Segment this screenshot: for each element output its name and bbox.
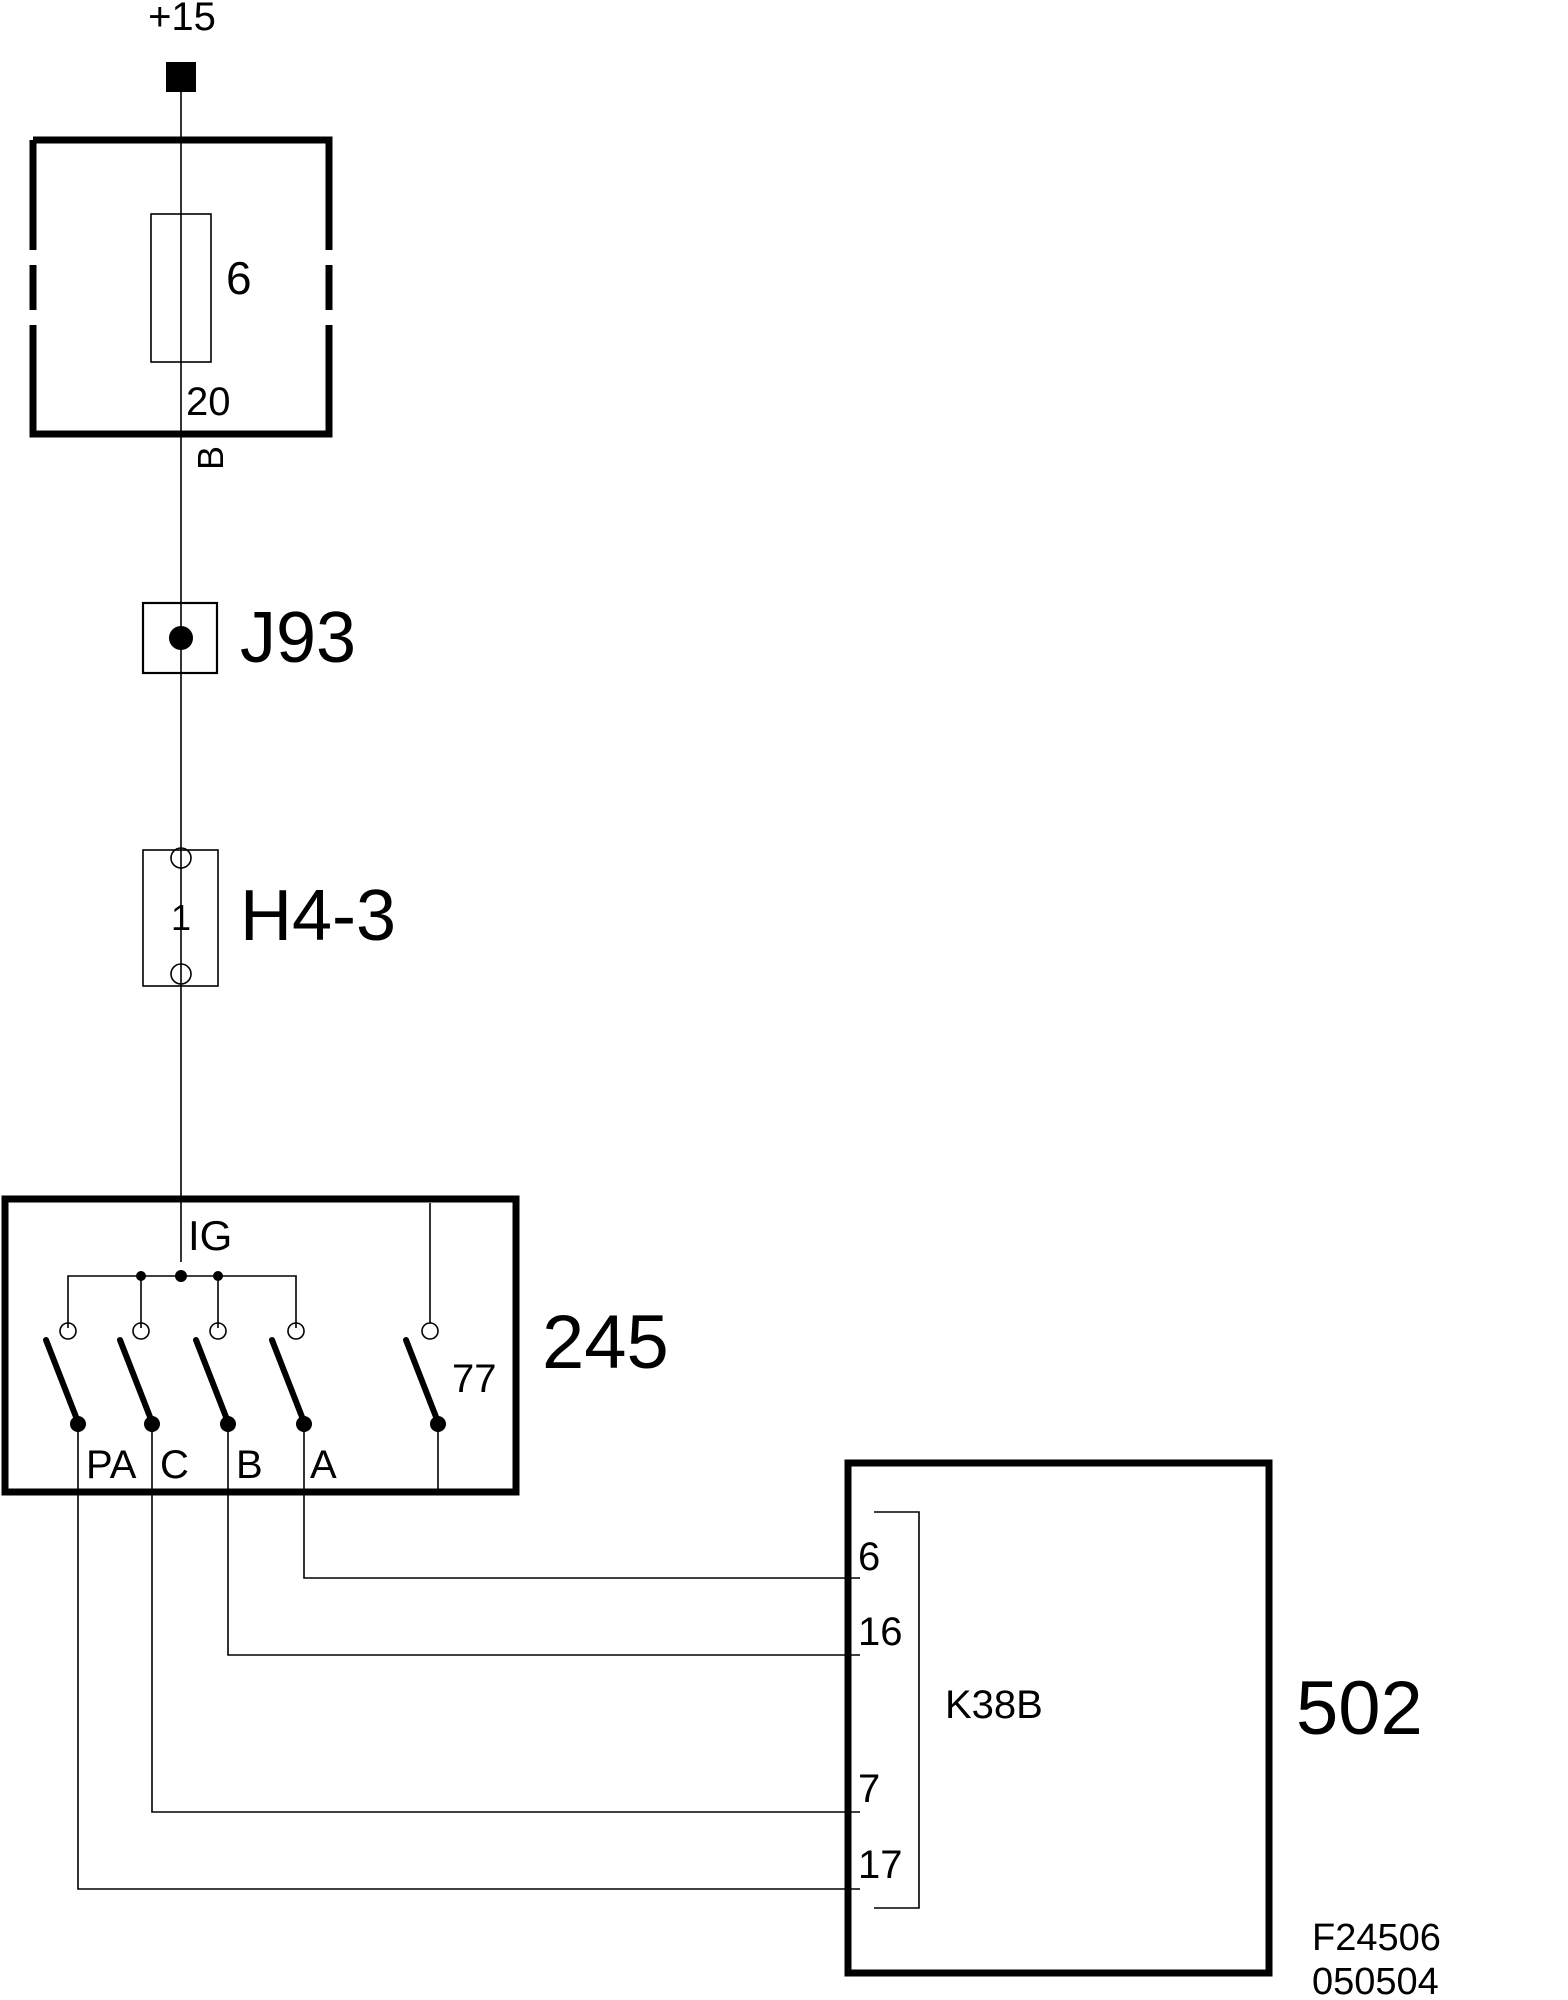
figure-date: 050504 [1312,1961,1439,2000]
switch-extra-contact: 77 [452,1357,497,1401]
supply-terminal [166,62,196,92]
wire-c-to-pin-7 [151,1424,860,1813]
module-pin-17: 17 [858,1843,903,1887]
fuse-number: 6 [226,252,252,304]
fuse-box: 6 20 [29,136,333,438]
control-module: 6 16 7 17 K38B [844,1459,1273,1977]
junction-label: J93 [240,598,356,678]
switch-input-label: IG [188,1212,232,1259]
supply-label: +15 [148,0,216,39]
switch-output-a: A [310,1443,337,1487]
wire-a-to-pin-6 [303,1424,860,1579]
module-pin-7: 7 [858,1767,880,1811]
module-pin-6: 6 [858,1535,880,1579]
switch-output-pa: PA [86,1443,137,1487]
fuse-terminal: 20 [186,380,231,424]
connector-label: H4-3 [240,876,396,956]
fuse-element [150,213,212,363]
ignition-switch: IG 77 PA C B A [1,1195,520,1496]
module-pin-16: 16 [858,1610,903,1654]
module-label: 502 [1296,1666,1423,1751]
figure-code: F24506 [1312,1917,1441,1959]
connector-pin: 1 [171,897,191,938]
wire-pa-to-pin-17 [77,1424,860,1890]
switch-output-c: C [160,1443,189,1487]
module-connector-bracket [874,1511,920,1909]
junction-j93: J93 [141,598,356,678]
switch-label: 245 [542,1300,669,1385]
switch-output-b: B [236,1443,263,1487]
wire-color-label: B [190,446,231,470]
connector-h4-3: 1 H4-3 [142,847,396,987]
module-connector-label: K38B [945,1683,1043,1727]
wire-b-to-pin-16 [227,1424,860,1656]
